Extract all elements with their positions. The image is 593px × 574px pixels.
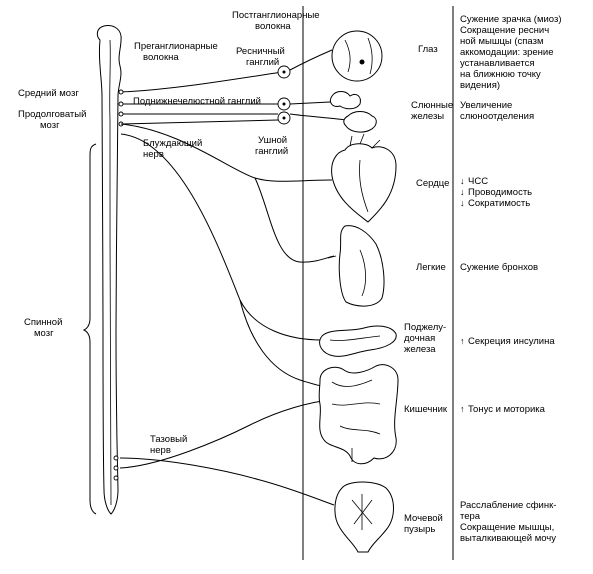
submandibular-ganglion xyxy=(277,97,291,111)
cns-inner-line xyxy=(109,39,112,506)
nucleus-node xyxy=(118,101,124,107)
organ-effect-line: на ближнюю точку xyxy=(460,69,541,80)
organ-effect-line: слюноотделения xyxy=(460,111,534,122)
vagus-nerve-fiber-pancreas xyxy=(120,133,323,341)
organ-label-line: Глаз xyxy=(418,44,438,55)
organ-effect-line: Увеличение xyxy=(460,100,512,111)
nucleus-node xyxy=(118,111,124,117)
nucleus-node xyxy=(118,89,124,95)
organ-effects: Сужение зрачка (миоз)Сокращение реснично… xyxy=(460,14,561,544)
organ-effect-line: Сокращение мышцы, xyxy=(460,522,554,533)
arrow-up-icon: ↑ xyxy=(460,404,465,414)
eye-icon xyxy=(331,30,383,82)
salivary-secondary-fiber xyxy=(120,119,279,125)
organ-effect-line: ной мышцы (спазм xyxy=(460,36,544,47)
otic-ganglion xyxy=(277,111,291,125)
pelvic-nodes xyxy=(113,455,119,481)
bladder-icon xyxy=(334,481,394,553)
organ-effect-line: Проводимость xyxy=(468,187,532,198)
organ-effect-line: аккомодации: зрение xyxy=(460,47,554,58)
submandibular-postganglionic-fiber xyxy=(289,101,331,105)
organ-effect-line: выталкивающей мочу xyxy=(460,533,556,544)
organ-effect-line: Сокращение реснич xyxy=(460,25,549,36)
organ-effect-line: Сужение бронхов xyxy=(460,262,538,273)
organ-label-line: Легкие xyxy=(416,262,446,273)
vagus-nerve-fiber-intestine xyxy=(239,299,331,389)
arrow-down-icon: ↓ xyxy=(460,176,465,186)
organ-label: Легкие xyxy=(416,262,446,273)
heart-icon xyxy=(331,133,397,223)
vagus-nerve-fiber-heart xyxy=(120,123,333,182)
organ-label-line: дочная xyxy=(404,333,435,344)
ciliary-ganglion xyxy=(277,65,291,79)
pancreas-icon xyxy=(319,325,397,357)
organ-label-line: Кишечник xyxy=(404,404,448,415)
organ-label-line: железы xyxy=(411,111,444,122)
organ-label-line: Мочевой xyxy=(404,513,443,524)
salivary-glands-icon xyxy=(329,91,377,133)
organ-label-line: Поджелу- xyxy=(404,322,446,333)
organ-label-line: Сердце xyxy=(416,178,449,189)
arrow-down-icon: ↓ xyxy=(460,187,465,197)
organ-effect-line: устанавливается xyxy=(460,58,534,69)
lungs-icon xyxy=(327,225,385,307)
organ-effect-line: тера xyxy=(460,511,481,522)
organ-effect-line: Расслабление сфинк- xyxy=(460,500,556,511)
organ-label: Глаз xyxy=(418,44,438,55)
submandibular-ganglion-label: Поднижнечелюстной ганглий xyxy=(133,96,261,107)
organ-label-line: пузырь xyxy=(404,524,435,535)
organ-effect-line: Тонус и моторика xyxy=(468,404,546,415)
organ-label-line: Слюнные xyxy=(411,100,453,111)
organ-effect-line: видения) xyxy=(460,80,500,91)
ciliary-postganglionic-fiber xyxy=(289,49,333,71)
organ-effect-line: Сужение зрачка (миоз) xyxy=(460,14,561,25)
vagus-nerve-fiber-lungs xyxy=(254,177,335,263)
organ-label: Кишечник xyxy=(404,404,448,415)
organ-label-line: железа xyxy=(404,344,436,355)
organ-label: Сердце xyxy=(416,178,449,189)
oculomotor-fiber xyxy=(120,71,283,93)
otic-postganglionic-fiber xyxy=(289,113,347,121)
arrow-up-icon: ↑ xyxy=(460,336,465,346)
arrow-down-icon: ↓ xyxy=(460,198,465,208)
pelvic-nerve-fiber-bladder xyxy=(119,457,335,506)
cns-outline xyxy=(96,25,122,515)
organ-effect-line: ЧСС xyxy=(468,176,488,187)
pelvic-nerve-fiber xyxy=(119,399,331,469)
organ-effect-line: Сократимость xyxy=(468,198,530,209)
organ-effect-line: Секреция инсулина xyxy=(468,336,555,347)
spinal-cord-bracket xyxy=(82,143,97,515)
midbrain-label: Средний мозг xyxy=(18,88,79,99)
intestine-icon xyxy=(318,364,399,465)
